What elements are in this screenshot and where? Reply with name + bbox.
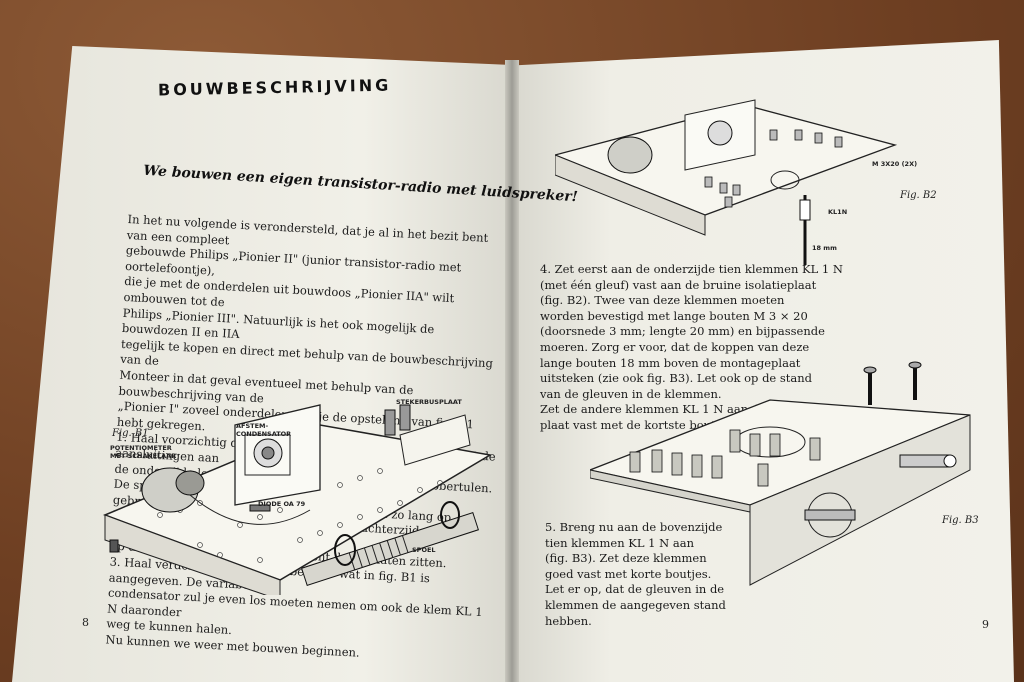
fig-b1-diagram (102, 404, 493, 595)
callout-stekerbusplaat: STEKERBUSPLAAT (396, 398, 462, 406)
callout-kl1n: KL1N (828, 208, 848, 216)
step-5-text: 5. Breng nu aan de bovenzijde tien klemm… (545, 520, 726, 628)
step-4-text: 4. Zet eerst aan de onderzijde tien klem… (540, 262, 843, 432)
fig-b2-diagram (555, 99, 898, 265)
fig-b3-diagram (590, 361, 971, 586)
right-page-number: 9 (982, 618, 989, 631)
callout-diode: DIODE OA 79 (258, 500, 306, 508)
callout-spoel: SPOEL (412, 546, 436, 554)
callout-potentiometer: POTENTIOMETER MET SCHAKELAAR (110, 444, 177, 460)
left-page-number: 8 (82, 616, 89, 629)
callout-18mm: 18 mm (812, 244, 837, 252)
book-gutter (505, 60, 519, 682)
callout-bolt-spec: M 3X20 (2X) (872, 160, 918, 168)
fig-b1-label: Fig. B1 (112, 428, 149, 439)
fig-b3-label: Fig. B3 (942, 515, 979, 526)
fig-b2-label: Fig. B2 (900, 190, 937, 201)
callout-afstemcondensator: AFSTEM- CONDENSATOR (236, 422, 292, 438)
